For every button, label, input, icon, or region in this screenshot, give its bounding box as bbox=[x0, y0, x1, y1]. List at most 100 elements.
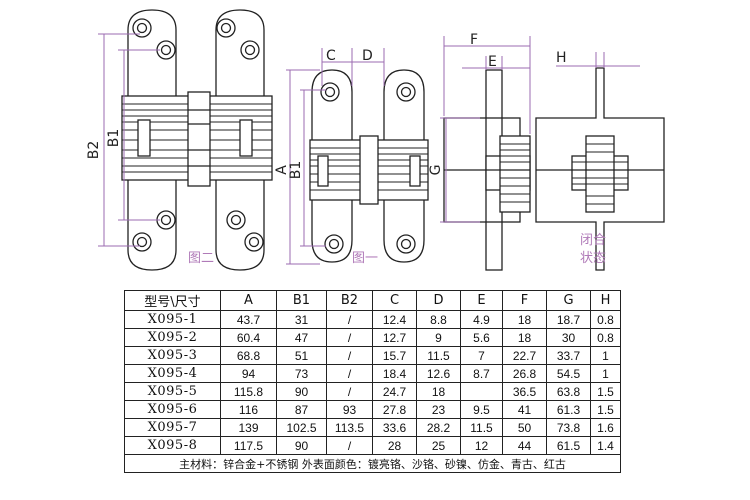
dimension-cell: 22.7 bbox=[502, 346, 547, 365]
dimension-cell: 61.3 bbox=[546, 400, 591, 419]
dimension-cell: 30 bbox=[546, 328, 591, 347]
dim-label-c: C bbox=[326, 48, 336, 64]
header-g: G bbox=[546, 290, 591, 311]
dimension-cell bbox=[460, 382, 503, 401]
dimension-cell: 36.5 bbox=[502, 382, 547, 401]
dimension-cell: 102.5 bbox=[276, 418, 327, 437]
hinge-figure-1 bbox=[309, 69, 429, 263]
dimension-cell: 1.6 bbox=[590, 418, 621, 437]
dim-label-e: E bbox=[488, 54, 497, 70]
dimension-cell: 50 bbox=[502, 418, 547, 437]
dimension-cell: 18 bbox=[416, 382, 461, 401]
model-cell: X095-3 bbox=[124, 346, 221, 365]
dimension-cell: 18.7 bbox=[546, 310, 591, 329]
dimension-cell: 1 bbox=[590, 346, 621, 365]
dimension-cell: 87 bbox=[276, 400, 327, 419]
dimension-cell: 0.8 bbox=[590, 310, 621, 329]
dimension-cell: 15.7 bbox=[372, 346, 417, 365]
dimension-cell: 8.8 bbox=[416, 310, 461, 329]
dimension-cell: 12 bbox=[460, 436, 503, 455]
dimension-cell: 115.8 bbox=[220, 382, 277, 401]
model-cell: X095-5 bbox=[124, 382, 221, 401]
hinge-side-view bbox=[443, 69, 531, 271]
dimension-cell: 73 bbox=[276, 364, 327, 383]
dimension-cell: 43.7 bbox=[220, 310, 277, 329]
dimension-cell: 116 bbox=[220, 400, 277, 419]
header-h: H bbox=[590, 290, 621, 311]
dimension-cell: 31 bbox=[276, 310, 327, 329]
dim-label-h: H bbox=[556, 50, 567, 66]
dimension-cell: 18 bbox=[502, 328, 547, 347]
dimension-cell: 41 bbox=[502, 400, 547, 419]
dimension-cell: 28 bbox=[372, 436, 417, 455]
model-cell: X095-6 bbox=[124, 400, 221, 419]
dimension-cell: 90 bbox=[276, 382, 327, 401]
caption-closed-state-2: 状态 bbox=[580, 251, 606, 266]
dimension-cell: 94 bbox=[220, 364, 277, 383]
dim-label-b2: B2 bbox=[86, 141, 102, 160]
dim-label-a: A bbox=[274, 165, 290, 175]
dimension-cell: 113.5 bbox=[326, 418, 373, 437]
dim-label-b1-fig1: B1 bbox=[288, 161, 304, 180]
dim-label-d: D bbox=[362, 48, 373, 64]
dimension-cell: 139 bbox=[220, 418, 277, 437]
dimension-cell: 90 bbox=[276, 436, 327, 455]
dimension-cell: / bbox=[326, 364, 373, 383]
dimension-cell: 33.7 bbox=[546, 346, 591, 365]
dimension-cell: 7 bbox=[460, 346, 503, 365]
dimension-cell: 23 bbox=[416, 400, 461, 419]
dimension-cell: 61.5 bbox=[546, 436, 591, 455]
model-cell: X095-2 bbox=[124, 328, 221, 347]
dimension-cell: 9.5 bbox=[460, 400, 503, 419]
model-cell: X095-1 bbox=[124, 310, 221, 329]
dimension-cell: 93 bbox=[326, 400, 373, 419]
dimension-cell: 27.8 bbox=[372, 400, 417, 419]
dimension-cell: / bbox=[326, 346, 373, 365]
dimension-cell: 1.4 bbox=[590, 436, 621, 455]
dimension-cell: 51 bbox=[276, 346, 327, 365]
dimension-cell: 4.9 bbox=[460, 310, 503, 329]
header-f: F bbox=[502, 290, 547, 311]
dimension-cell: 47 bbox=[276, 328, 327, 347]
dimension-cell: / bbox=[326, 382, 373, 401]
hinge-technical-drawing: B2 B1 图二 A B1 C D 图一 bbox=[86, 9, 665, 271]
dimension-cell: 60.4 bbox=[220, 328, 277, 347]
dim-label-f: F bbox=[470, 32, 478, 48]
caption-closed-state-1: 闭合 bbox=[580, 233, 606, 248]
header-b1: B1 bbox=[276, 290, 327, 311]
dimension-cell: 33.6 bbox=[372, 418, 417, 437]
dimension-cell: 26.8 bbox=[502, 364, 547, 383]
dimension-cell: 63.8 bbox=[546, 382, 591, 401]
dimension-cell: 1.5 bbox=[590, 400, 621, 419]
hinge-figure-2 bbox=[121, 9, 273, 271]
header-b2: B2 bbox=[326, 290, 373, 311]
header-model: 型号\尺寸 bbox=[124, 290, 221, 311]
dimension-cell: 28.2 bbox=[416, 418, 461, 437]
dim-label-b1: B1 bbox=[106, 129, 122, 148]
header-d: D bbox=[416, 290, 461, 311]
dimension-cell: 18 bbox=[502, 310, 547, 329]
model-cell: X095-8 bbox=[124, 436, 221, 455]
dimension-cell: 9 bbox=[416, 328, 461, 347]
dimension-cell: 12.4 bbox=[372, 310, 417, 329]
dimension-cell: 0.8 bbox=[590, 328, 621, 347]
caption-figure-1: 图一 bbox=[352, 251, 378, 266]
material-note: 主材料：锌合金+不锈钢 外表面颜色：镀亮铬、沙铬、砂镍、仿金、青古、红古 bbox=[124, 454, 621, 473]
dimension-cell: / bbox=[326, 310, 373, 329]
table-footer-row: 主材料：锌合金+不锈钢 外表面颜色：镀亮铬、沙铬、砂镍、仿金、青古、红古 bbox=[124, 454, 621, 473]
dimension-cell: 5.6 bbox=[460, 328, 503, 347]
dimension-cell: 11.5 bbox=[416, 346, 461, 365]
table-header-row: 型号\尺寸 A B1 B2 C D E F G H bbox=[124, 290, 621, 311]
dimension-cell: 12.6 bbox=[416, 364, 461, 383]
dimension-cell: 8.7 bbox=[460, 364, 503, 383]
dimension-cell: 73.8 bbox=[546, 418, 591, 437]
dimension-cell: / bbox=[326, 328, 373, 347]
